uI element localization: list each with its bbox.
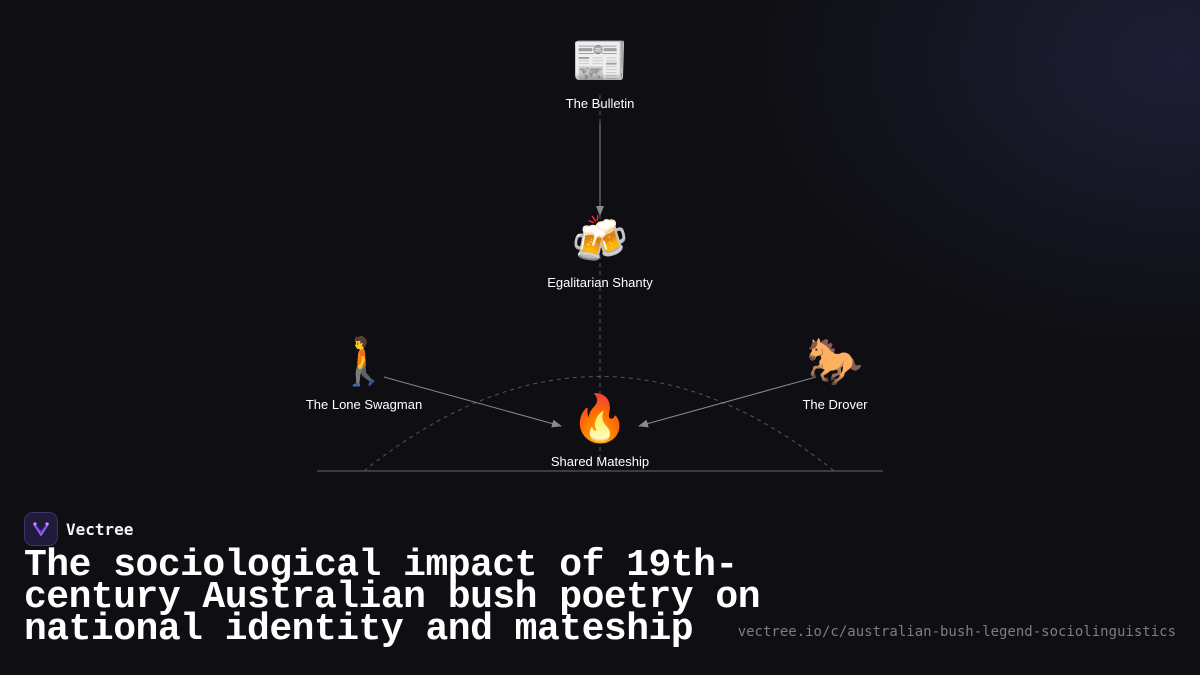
- node-label: The Lone Swagman: [305, 397, 423, 412]
- page-title: The sociological impact of 19th-century …: [24, 544, 761, 651]
- fire-icon: 🔥: [571, 392, 629, 444]
- node-the-lone-swagman: 🚶 The Lone Swagman: [306, 333, 422, 412]
- node-label: The Bulletin: [565, 96, 635, 111]
- node-egalitarian-shanty: 🍻 Egalitarian Shanty: [547, 211, 653, 290]
- brand-name: Vectree: [66, 519, 134, 539]
- newspaper-icon: 📰: [571, 34, 629, 86]
- edge-swagman-to-mateship: [383, 376, 562, 428]
- source-url[interactable]: vectree.io/c/australian-bush-legend-soci…: [737, 624, 1176, 640]
- vectree-logo-icon: [24, 512, 58, 546]
- concept-diagram: 📰 The Bulletin 🍻 Egalitarian Shanty 🚶 Th…: [306, 32, 883, 472]
- node-the-bulletin: 📰 The Bulletin: [566, 32, 635, 111]
- node-shared-mateship: 🔥 Shared Mateship: [551, 390, 649, 469]
- diagram-connectors: [317, 95, 883, 472]
- brand: Vectree: [24, 512, 133, 546]
- horse-icon: 🐎: [806, 335, 864, 387]
- beer-mugs-icon: 🍻: [571, 213, 629, 265]
- walking-person-icon: 🚶: [335, 335, 393, 387]
- node-the-drover: 🐎 The Drover: [802, 333, 867, 412]
- node-label: The Drover: [802, 397, 868, 412]
- node-label: Egalitarian Shanty: [547, 275, 653, 290]
- edge-drover-to-mateship: [638, 376, 817, 428]
- node-label: Shared Mateship: [550, 454, 650, 469]
